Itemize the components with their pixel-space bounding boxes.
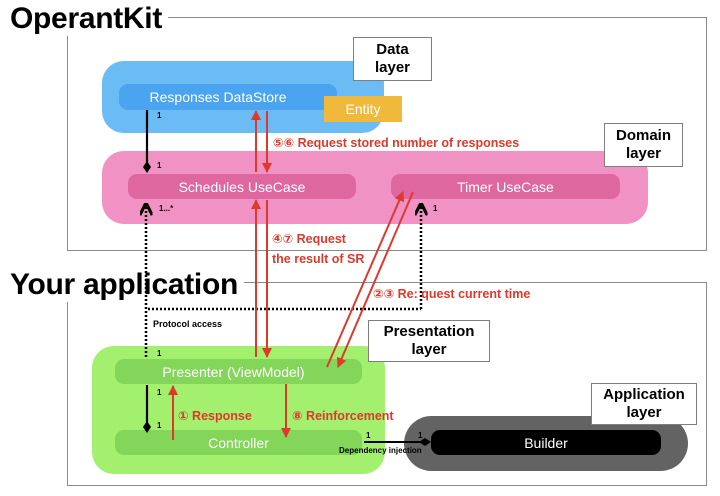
- application-layer-label-line2: layer: [626, 404, 662, 421]
- multiplicity: 1: [157, 161, 162, 170]
- multiplicity: 1...*: [159, 204, 174, 213]
- message-2-3: ②③ Re: quest current time: [373, 287, 531, 301]
- message-4-7-line1: ④⑦ Request: [272, 232, 346, 246]
- data-layer-label-line2: layer: [374, 59, 411, 76]
- message-1: ① Response: [178, 409, 252, 423]
- entity-label: Entity: [345, 101, 381, 117]
- arrow-3-down: [336, 191, 414, 368]
- dependency-injection-label: Dependency injection: [339, 446, 422, 455]
- domain-layer-label: Domain layer: [604, 123, 683, 167]
- your-application-frame: [67, 282, 707, 486]
- builder[interactable]: Builder: [431, 430, 661, 455]
- application-layer-label: Application layer: [591, 383, 697, 425]
- controller[interactable]: Controller: [115, 430, 362, 455]
- your-application-title: Your application: [10, 268, 244, 302]
- composition-diamond-icon: [143, 161, 151, 173]
- multiplicity: 1: [157, 388, 162, 397]
- builder-label: Builder: [524, 434, 568, 451]
- multiplicity: 1: [157, 349, 162, 358]
- data-layer-label-line1: Data: [376, 41, 409, 58]
- timer-usecase-label: Timer UseCase: [457, 178, 554, 195]
- schedules-usecase-label: Schedules UseCase: [178, 178, 306, 195]
- presenter[interactable]: Presenter (ViewModel): [115, 359, 362, 384]
- operantkit-title: OperantKit: [10, 2, 169, 36]
- protocol-access-label: Protocol access: [153, 319, 223, 329]
- message-5-6: ⑤⑥ Request stored number of responses: [273, 136, 520, 150]
- multiplicity: 1: [157, 111, 162, 120]
- domain-layer-label-line1: Domain: [615, 127, 671, 144]
- arrow-2-up: [326, 191, 405, 368]
- timer-usecase[interactable]: Timer UseCase: [391, 174, 620, 199]
- entity[interactable]: Entity: [324, 96, 402, 122]
- composition-diamond-icon: [419, 438, 431, 446]
- presentation-layer-label: Presentation layer: [368, 320, 490, 362]
- composition-diamond-icon: [143, 421, 151, 433]
- presentation-layer-label-line2: layer: [411, 341, 447, 358]
- multiplicity: 1: [157, 421, 162, 430]
- schedules-usecase[interactable]: Schedules UseCase: [128, 174, 356, 199]
- data-layer-label: Data layer: [353, 37, 432, 81]
- presentation-layer-label-line1: Presentation: [383, 323, 475, 340]
- domain-layer-label-line2: layer: [625, 145, 662, 162]
- responses-datastore[interactable]: Responses DataStore: [119, 84, 337, 110]
- multiplicity: 1: [418, 431, 423, 440]
- application-layer-label-line1: Application: [603, 386, 685, 403]
- message-4-7-line2: the result of SR: [272, 252, 365, 266]
- message-8: ⑧ Reinforcement: [292, 409, 394, 423]
- responses-datastore-label: Responses DataStore: [149, 89, 287, 105]
- controller-label: Controller: [208, 434, 269, 451]
- multiplicity: 1: [366, 431, 371, 440]
- presenter-label: Presenter (ViewModel): [162, 363, 305, 380]
- multiplicity: 1: [433, 204, 438, 213]
